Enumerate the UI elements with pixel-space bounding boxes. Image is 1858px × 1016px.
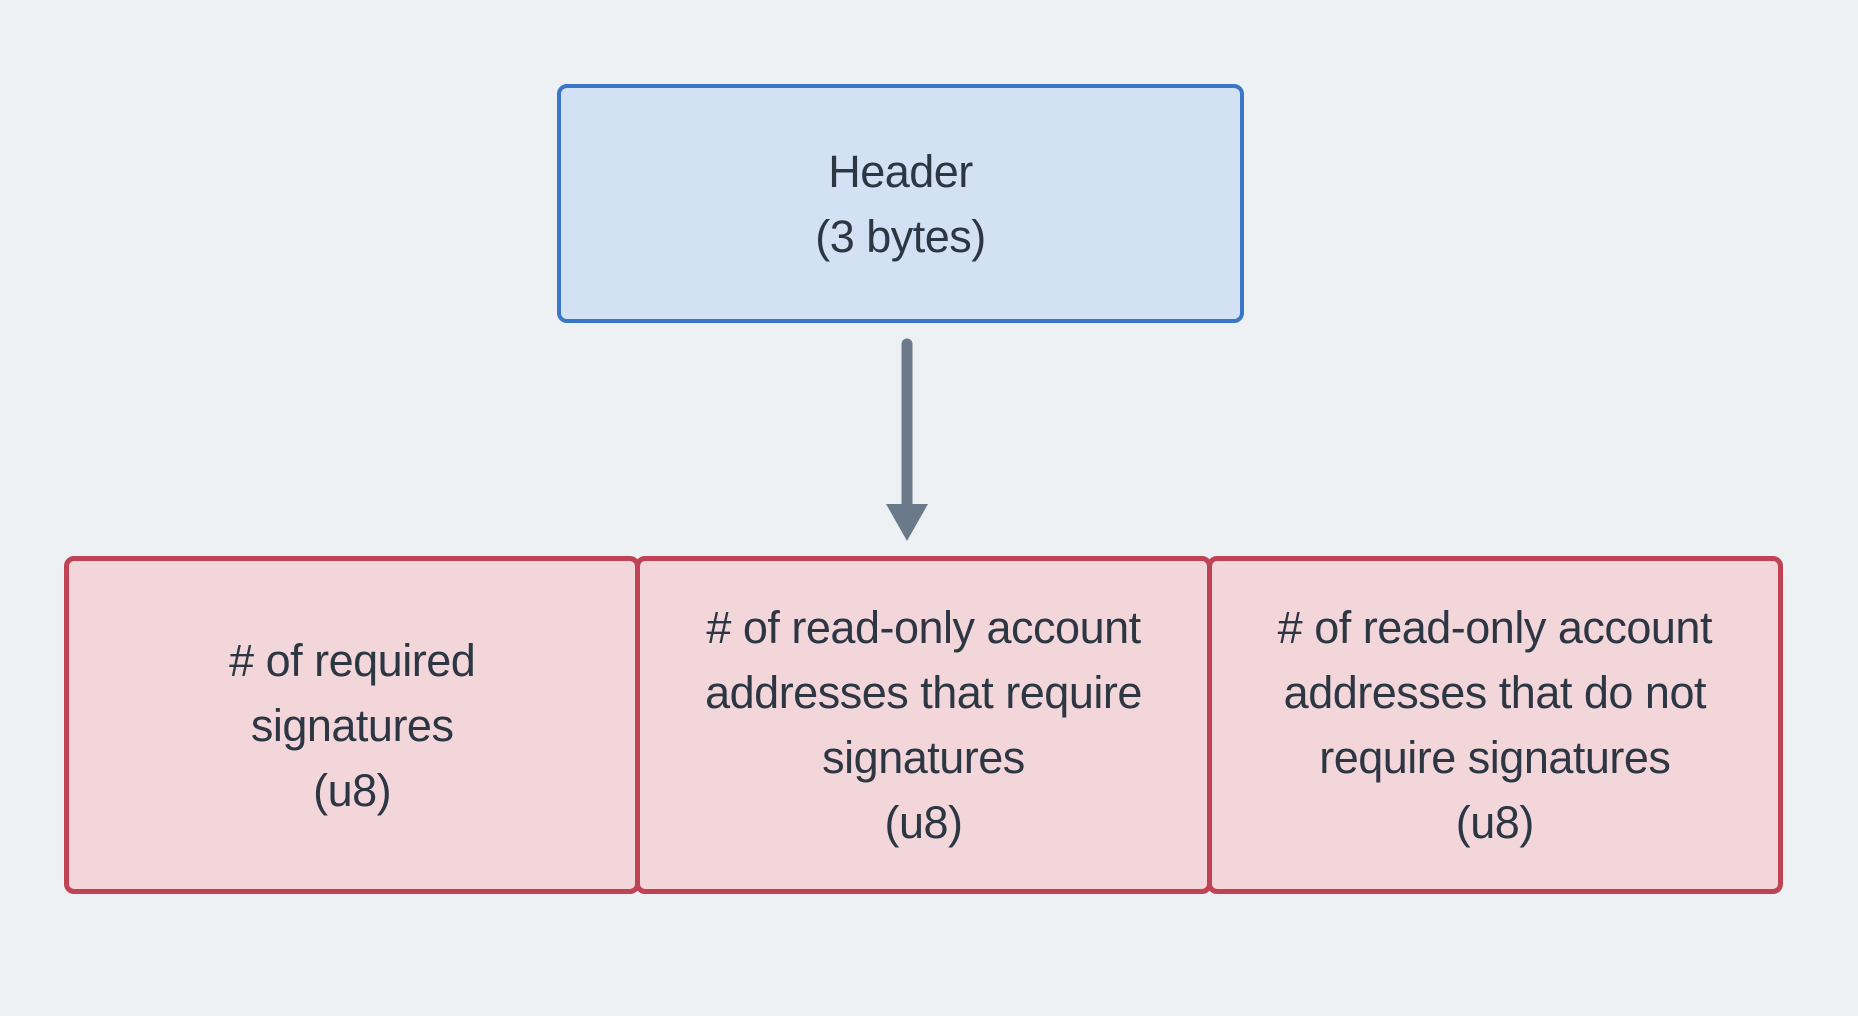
field-box-line: signatures: [250, 699, 454, 751]
field-box-line: signatures: [822, 732, 1025, 783]
field-box-required-signatures: # of required signatures (u8): [64, 556, 641, 894]
field-box-readonly-unsigned: # of read-only account addresses that do…: [1206, 556, 1783, 894]
field-box-line: (u8): [884, 797, 963, 848]
field-box-line: require signatures: [1319, 732, 1671, 783]
header-box: Header (3 bytes): [557, 84, 1244, 323]
field-box-line: # of read-only account: [706, 602, 1141, 653]
field-box-readonly-signed: # of read-only account addresses that re…: [635, 556, 1212, 894]
field-box-line: (u8): [1455, 797, 1535, 848]
field-box-line: # of read-only account: [1277, 602, 1713, 653]
header-box-line: (3 bytes): [815, 210, 986, 262]
field-box-line: (u8): [313, 764, 392, 816]
fields-row: # of required signatures (u8) # of read-…: [64, 556, 1783, 894]
field-box-line: addresses that do not: [1283, 667, 1707, 718]
field-box-line: addresses that require: [705, 667, 1142, 718]
header-box-line: Header: [828, 145, 973, 197]
down-arrow-icon: [886, 338, 928, 541]
field-box-line: # of required: [229, 634, 476, 686]
